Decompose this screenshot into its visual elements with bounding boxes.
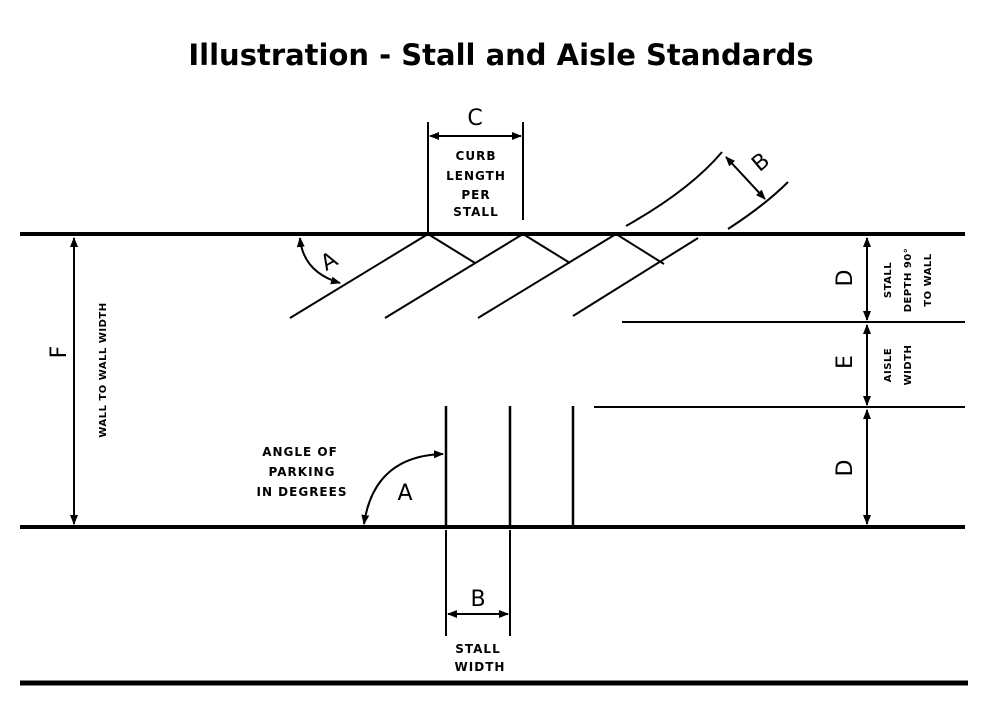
aisle-width-line-1: AISLE [883,348,894,382]
a-top-label: A [317,247,343,276]
stall-width-line-1: STALL [455,642,500,656]
b-top-dimension-line [725,156,766,200]
aisle-width-line-2: WIDTH [903,345,914,386]
c-label: C [467,106,482,131]
b-bottom-label: B [470,587,485,612]
curb-length-line-1: CURB [456,149,497,163]
a-bottom-angle-arc [361,450,444,525]
angle-of-parking-line-1: ANGLE OF [262,445,338,459]
angled-stall-lines [289,151,789,319]
f-label: F [47,346,72,359]
stall-depth-line-1: STALL [883,262,894,298]
b-top-label: B [747,148,775,177]
a-bottom-label: A [397,481,412,506]
a-top-angle-arc [296,237,341,285]
stall-depth-line-3: TO WALL [923,253,934,306]
e-label: E [833,355,858,369]
stall-depth-line-2: DEPTH 90° [903,248,914,313]
curb-length-line-2: LENGTH [446,169,506,183]
page-title: Illustration - Stall and Aisle Standards [188,38,814,72]
perpendicular-stall-lines [444,406,575,527]
wall-to-wall-label: WALL TO WALL WIDTH [98,302,109,437]
angle-of-parking-line-3: IN DEGREES [257,485,348,499]
d-top-label: D [833,270,858,287]
curb-length-line-4: STALL [453,205,498,219]
angle-of-parking-line-2: PARKING [269,465,336,479]
curb-length-line-3: PER [461,188,490,202]
d-bottom-label: D [833,460,858,477]
stall-width-line-2: WIDTH [455,660,506,674]
